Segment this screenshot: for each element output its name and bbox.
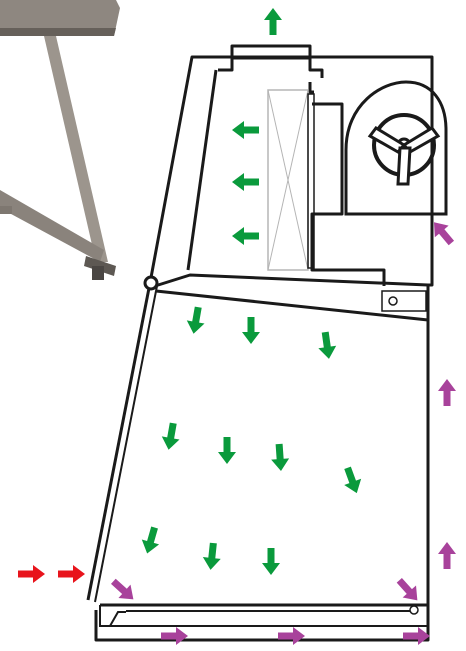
stand-foot [92,266,104,280]
downflow-arrow-icon [138,525,163,556]
inflow-arrow-icon [58,565,85,583]
recirculation-arrow-icon [107,575,139,606]
downflow-arrow-icon [232,173,259,191]
stand-crossbar [0,206,12,214]
stand-tabletop-edge [0,28,116,36]
fan-blades [370,128,438,184]
downflow-arrow-icon [160,422,182,452]
airflow-arrows [18,8,458,645]
cabinet-stand [0,0,120,280]
downflow-arrow-icon [185,306,207,336]
downflow-arrow-icon [262,548,280,575]
work-surface [100,605,428,626]
filter-housing-bracket [310,82,314,92]
downflow-arrow-icon [316,331,338,360]
downflow-arrow-icon [202,542,223,571]
rear-grille-icon [410,606,418,614]
downflow-arrow-icon [218,437,236,464]
inflow-arrow-icon [18,565,45,583]
glass-sash-inner [95,286,157,602]
cabinet-outer-wall [96,57,432,640]
sash-assembly [88,277,157,602]
recirculation-arrow-icon [161,627,188,645]
downflow-arrow-icon [264,8,282,35]
front-grille [100,605,126,626]
sash-hinge-icon [145,277,157,289]
downflow-arrow-icon [270,443,290,471]
hepa-filter [268,90,314,270]
cabinet-front-panel [188,70,216,270]
recirculation-arrow-icon [438,542,456,569]
top-plenum-step [218,46,322,78]
downflow-arrow-icon [232,121,259,139]
downflow-arrow-icon [242,317,260,344]
light-bulb-icon [389,297,397,305]
recirculation-arrow-icon [403,627,430,645]
downflow-arrow-icon [339,465,365,497]
recirculation-arrow-icon [278,627,305,645]
light-fixture [382,291,426,311]
plenum-lower-edge [155,275,428,286]
recirculation-arrow-icon [393,574,424,606]
glass-sash-outer [88,283,150,600]
downflow-arrow-icon [232,227,259,245]
recirculation-arrow-icon [438,379,456,406]
